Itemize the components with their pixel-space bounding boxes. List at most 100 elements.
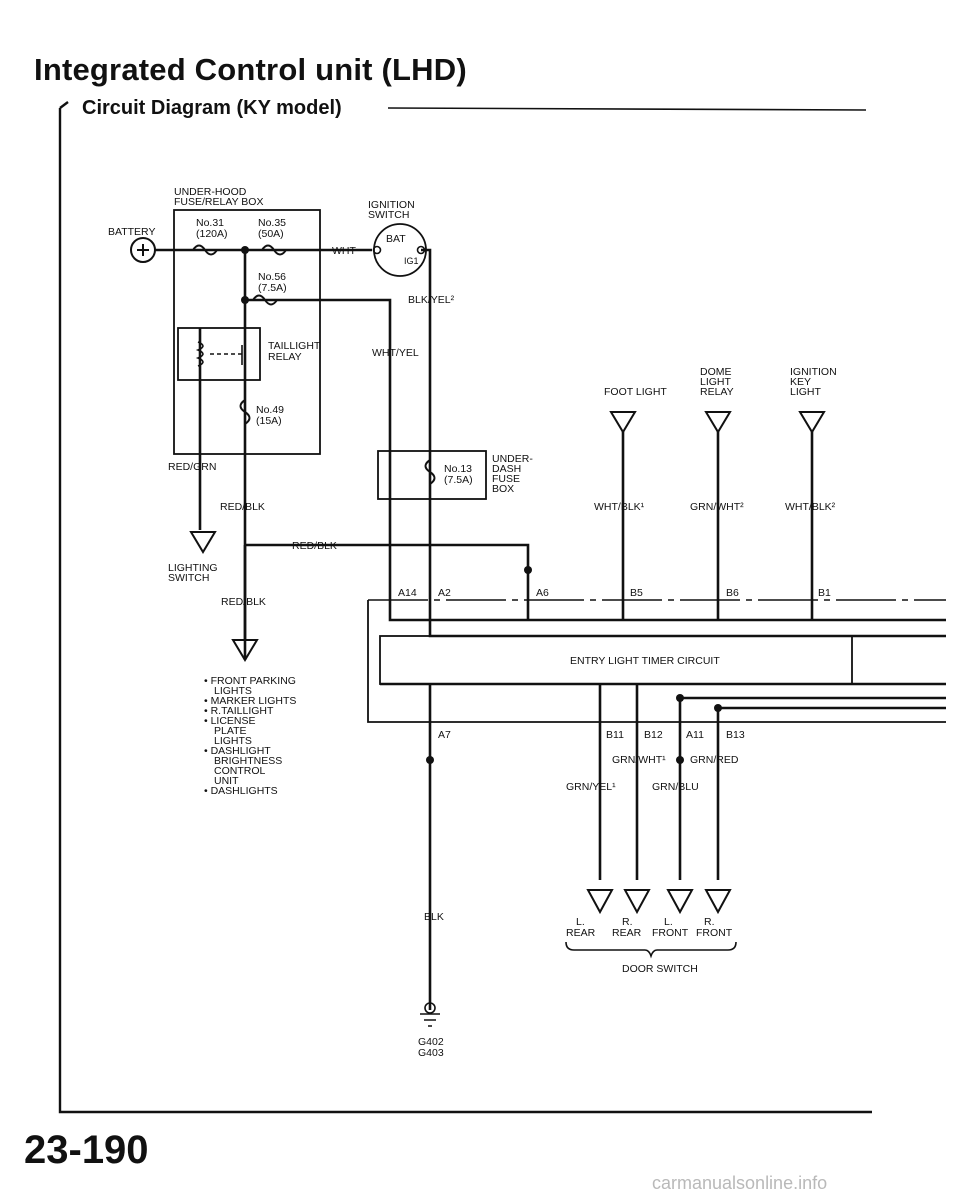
junction-a11 [676, 694, 684, 702]
loads-line-5: • LICENSE [204, 715, 256, 727]
watermark: carmanualsonline.info [652, 1173, 828, 1193]
taillight-relay-outline [177, 327, 261, 381]
wire-wht-yel [245, 298, 392, 610]
fuse-35-label-1: No.35 [258, 217, 286, 229]
ignition-bat-label: BAT [386, 233, 406, 245]
wire-label-wht-blk-2: WHT/BLK² [785, 501, 836, 513]
wire-label-blk: BLK [424, 911, 444, 923]
wire-label-red-blk-3: RED/BLK [221, 596, 266, 608]
terminal-b5: B5 [630, 587, 643, 599]
ground-label-1: G402 [418, 1036, 444, 1048]
ground-symbol [420, 1013, 440, 1027]
foot-light-label: FOOT LIGHT [604, 386, 667, 398]
terminal-b12: B12 [644, 729, 663, 741]
under-hood-label-1: UNDER-HOOD [174, 186, 247, 198]
terminal-a14: A14 [398, 587, 417, 599]
icu-bus-2 [428, 610, 946, 638]
loads-line-9: BRIGHTNESS [214, 755, 282, 767]
terminal-a7: A7 [438, 729, 451, 741]
battery-label: BATTERY [108, 226, 155, 238]
terminal-b13: B13 [726, 729, 745, 741]
door-l-rear-label-1: L. [576, 916, 585, 928]
key-light-label-2: KEY [790, 376, 811, 388]
under-dash-label-4: BOX [492, 483, 514, 495]
under-dash-label-2: DASH [492, 463, 521, 475]
fuse-31-label-2: (120A) [196, 228, 228, 240]
wire-label-red-blk-1: RED/BLK [220, 501, 265, 513]
terminal-a2: A2 [438, 587, 451, 599]
door-l-front-label-1: L. [664, 916, 673, 928]
battery-symbol [130, 237, 156, 263]
key-light-label-3: LIGHT [790, 386, 822, 398]
wire-label-grn-yel: GRN/YEL¹ [566, 781, 616, 793]
under-dash-label-3: FUSE [492, 473, 520, 485]
under-hood-box-outline [173, 209, 321, 455]
page-title: Integrated Control unit (LHD) [34, 52, 467, 87]
door-r-rear-label-1: R. [622, 916, 633, 928]
page-number: 23-190 [24, 1128, 149, 1172]
ignition-switch-label-1: IGNITION [368, 199, 415, 211]
ignition-ig1-label: IG1 [404, 256, 419, 266]
fuse-13-label-1: No.13 [444, 463, 472, 475]
under-dash-box-outline [377, 450, 487, 500]
terminal-a11: A11 [686, 729, 704, 741]
wire-label-wht: WHT [332, 245, 356, 257]
junction-grn-red [676, 756, 684, 764]
relay-coil [195, 341, 204, 367]
frame-corner [59, 101, 69, 109]
wire-labels: WHT BLK/YEL² WHT/YEL RED/GRN RED/BLK RED… [168, 245, 836, 923]
loads-line-10: CONTROL [214, 765, 265, 777]
section-title: Circuit Diagram (KY model) [82, 97, 342, 119]
dome-relay-label-1: DOME [700, 366, 732, 378]
fuse-13-label-2: (7.5A) [444, 474, 473, 486]
foot-light-symbol [609, 411, 637, 434]
section-rule [387, 107, 867, 111]
under-hood-label-2: FUSE/RELAY BOX [174, 196, 263, 208]
wire-label-wht-yel: WHT/YEL [372, 347, 419, 359]
fuse-35-symbol [261, 244, 287, 256]
door-r-rear-symbol [623, 889, 651, 915]
wire-label-red-blk-2: RED/BLK [292, 540, 337, 552]
wire-blk-yel [421, 248, 432, 610]
loads-line-2: LIGHTS [214, 685, 252, 697]
door-switch-label: DOOR SWITCH [622, 963, 698, 975]
door-r-front-label-2: FRONT [696, 927, 733, 939]
frame-lines [58, 101, 872, 1114]
battery-plus [137, 244, 149, 256]
junction-bus [241, 246, 249, 254]
lighting-switch-symbol [189, 531, 217, 554]
fuse-31-symbol [192, 244, 218, 256]
ignition-switch-label-2: SWITCH [368, 209, 409, 221]
terminal-b6: B6 [726, 587, 739, 599]
door-l-rear-symbol [586, 889, 614, 915]
junction-red-blk [524, 566, 532, 574]
junction-b13 [714, 704, 722, 712]
door-l-rear-label-2: REAR [566, 927, 596, 939]
lights-load-symbol [231, 639, 259, 662]
loads-line-11: UNIT [214, 775, 239, 787]
fuse-49-label-1: No.49 [256, 404, 284, 416]
wire-label-wht-blk-1: WHT/BLK¹ [594, 501, 645, 513]
fuse-56-label-2: (7.5A) [258, 282, 287, 294]
frame-border [58, 108, 872, 1114]
taillight-relay-label-1: TAILLIGHT [268, 340, 321, 352]
lighting-switch-label-2: SWITCH [168, 572, 209, 584]
door-r-front-symbol [704, 889, 732, 915]
lighting-switch-label-1: LIGHTING [168, 562, 218, 574]
wire-label-grn-blu: GRN/BLU [652, 781, 699, 793]
fuse-35-label-2: (50A) [258, 228, 284, 240]
fuse-56-label-1: No.56 [258, 271, 286, 283]
door-r-rear-label-2: REAR [612, 927, 642, 939]
fuse-13-symbol [424, 459, 436, 485]
wiring [155, 209, 946, 1027]
component-labels: UNDER-HOOD FUSE/RELAY BOX BATTERY No.31 … [108, 186, 837, 1059]
ground-label-2: G403 [418, 1047, 444, 1059]
junction-fuse56 [241, 296, 249, 304]
key-light-symbol [798, 411, 826, 434]
fuse-56-symbol [252, 294, 278, 306]
terminal-b1: B1 [818, 587, 831, 599]
loads-line-12: • DASHLIGHTS [204, 785, 278, 797]
icu-bus-1 [388, 610, 946, 622]
dome-relay-label-2: LIGHT [700, 376, 732, 388]
